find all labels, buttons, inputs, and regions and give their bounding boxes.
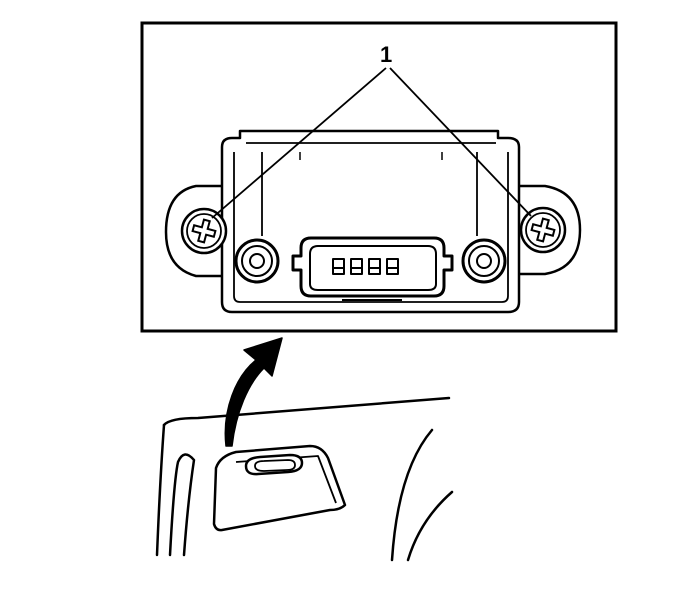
right-locating-boss [461, 238, 507, 284]
callout-leader-lines [211, 67, 532, 219]
phillips-screw-icon [180, 207, 228, 255]
callout-number: 1 [380, 42, 392, 67]
left-locating-boss [234, 238, 280, 284]
left-mounting-ear [164, 184, 222, 278]
connector-pins [332, 258, 399, 275]
vehicle-overview [155, 396, 454, 562]
detail-inset-frame [140, 21, 618, 333]
electrical-connector [291, 236, 454, 301]
module-housing [220, 129, 521, 314]
module-location-housing [212, 444, 347, 532]
phillips-screw-icon [519, 206, 567, 254]
right-mounting-ear [519, 184, 582, 276]
curved-arrow-icon [224, 337, 283, 447]
